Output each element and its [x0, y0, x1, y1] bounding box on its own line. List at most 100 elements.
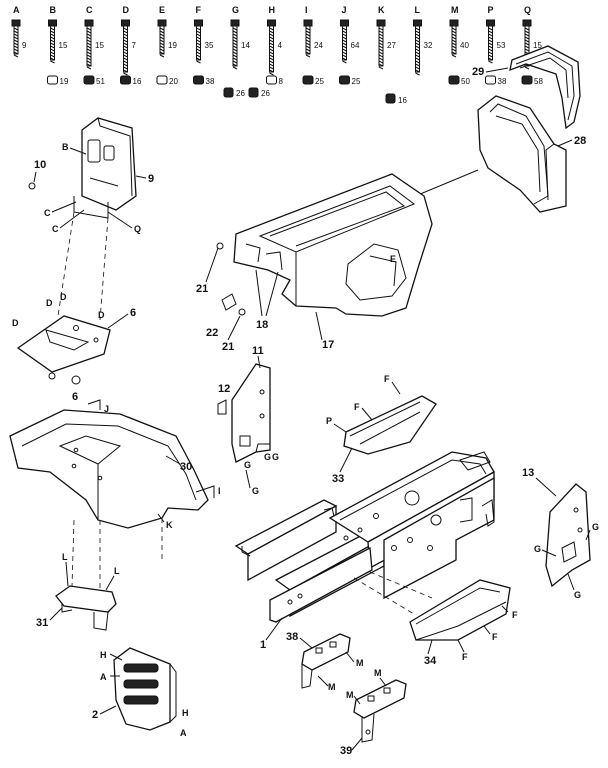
- bolt-head-icon: [157, 19, 167, 27]
- svg-text:26: 26: [261, 89, 270, 98]
- bolt-head-icon: [84, 19, 94, 27]
- hw-nut-26b: 26: [248, 87, 270, 98]
- hw-letter: C: [86, 5, 93, 15]
- label-D3: D: [98, 310, 105, 320]
- label-M3: M: [346, 690, 354, 700]
- hw-length: 9: [22, 41, 27, 50]
- label-31: 31: [36, 617, 48, 629]
- bolt-head-icon: [48, 19, 57, 27]
- bolt-head-icon: [413, 19, 422, 27]
- hw-item-L: L32: [413, 5, 433, 76]
- hw-letter: E: [159, 5, 165, 15]
- label-C1: C: [44, 208, 51, 218]
- hw-fitting: 19: [60, 77, 69, 86]
- label-33: 33: [332, 473, 344, 485]
- hw-fitting: 58: [534, 77, 543, 86]
- nut-icon: [339, 75, 350, 85]
- label-F1: F: [384, 374, 390, 384]
- nut-icon: [266, 75, 277, 85]
- label-30: 30: [180, 461, 192, 473]
- label-Q: Q: [134, 224, 141, 234]
- hw-letter: P: [488, 5, 494, 15]
- part-9-dash-panel: [73, 117, 137, 219]
- label-D1: D: [46, 298, 53, 308]
- label-9: 9: [148, 173, 154, 185]
- label-M4: M: [374, 668, 382, 678]
- hw-length: 27: [387, 41, 396, 50]
- hw-fitting: 51: [96, 77, 105, 86]
- label-A1: A: [100, 672, 107, 682]
- hw-fitting: 50: [461, 77, 470, 86]
- hw-length: 24: [314, 41, 323, 50]
- bolt-head-icon: [11, 19, 21, 27]
- label-G7: G: [574, 590, 581, 600]
- hw-length: 7: [132, 41, 137, 50]
- part-30-fender: [9, 409, 209, 529]
- nut-icon: [120, 75, 131, 85]
- part-1-main-frame: [234, 451, 495, 623]
- label-39: 39: [340, 745, 352, 757]
- hw-length: 4: [278, 41, 283, 50]
- label-H2: H: [182, 708, 189, 718]
- bolt-head-icon: [522, 19, 532, 27]
- label-F4: F: [492, 632, 498, 642]
- label-13: 13: [522, 467, 534, 479]
- hw-length: 40: [460, 41, 469, 50]
- hw-letter: L: [415, 5, 421, 15]
- bolt-head-icon: [486, 19, 495, 27]
- nut-icon: [521, 75, 533, 85]
- label-1: 1: [260, 639, 266, 651]
- label-M1: M: [356, 658, 364, 668]
- hw-length: 53: [497, 41, 506, 50]
- label-38: 38: [286, 631, 298, 643]
- part-2-step-plate: [113, 647, 177, 731]
- bolt-head-icon: [194, 19, 203, 27]
- hw-fitting: 16: [133, 77, 142, 86]
- nut-icon: [156, 75, 168, 85]
- label-H1: H: [100, 650, 107, 660]
- svg-text:26: 26: [236, 89, 245, 98]
- bolt-head-icon: [121, 19, 130, 27]
- hw-letter: A: [13, 5, 20, 15]
- label-E: E: [390, 254, 396, 264]
- label-G1: G: [244, 460, 251, 470]
- label-K: K: [166, 520, 173, 530]
- label-22: 22: [206, 327, 218, 339]
- bolt-head-icon: [267, 19, 276, 27]
- label-11: 11: [252, 345, 264, 357]
- label-18: 18: [256, 319, 268, 331]
- label-F5: F: [462, 652, 468, 662]
- label-21a: 21: [196, 283, 208, 295]
- bolt-head-icon: [340, 19, 349, 27]
- nut-icon: [83, 75, 95, 85]
- part-28-grille: [477, 95, 567, 213]
- hw-item-D: D 7 16: [120, 5, 142, 86]
- label-6: 6: [130, 307, 136, 319]
- hw-item-C: C 15 51: [83, 5, 105, 86]
- label-J: J: [104, 404, 109, 414]
- part-29-hood-trim: [509, 45, 581, 130]
- hw-item-G: G14: [230, 5, 250, 70]
- label-6b: 6: [72, 391, 78, 403]
- label-G3: G: [272, 452, 279, 462]
- label-I: I: [218, 486, 221, 496]
- label-D2: D: [60, 292, 67, 302]
- hw-length: 15: [95, 41, 104, 50]
- label-L2: L: [114, 566, 120, 576]
- hw-fitting: 25: [315, 77, 324, 86]
- part-22-bushing: [221, 293, 237, 311]
- label-29: 29: [472, 66, 484, 78]
- label-D4: D: [12, 318, 19, 328]
- label-B: B: [62, 142, 69, 152]
- nut-icon: [485, 75, 496, 85]
- hw-letter: D: [123, 5, 130, 15]
- svg-text:16: 16: [398, 96, 407, 105]
- hw-length: 35: [205, 41, 214, 50]
- hw-length: 15: [533, 41, 542, 50]
- nut-icon: [193, 75, 204, 85]
